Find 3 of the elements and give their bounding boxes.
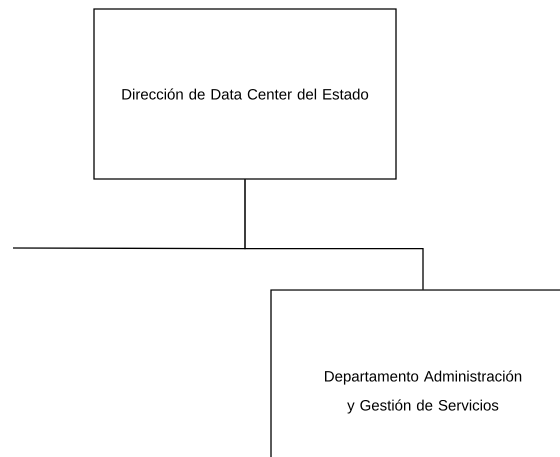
connector-line	[13, 180, 246, 250]
org-box: Dirección de Data Center del Estado	[93, 8, 397, 180]
org-box: Departamento Administración y Gestión de Servicios	[270, 289, 560, 457]
